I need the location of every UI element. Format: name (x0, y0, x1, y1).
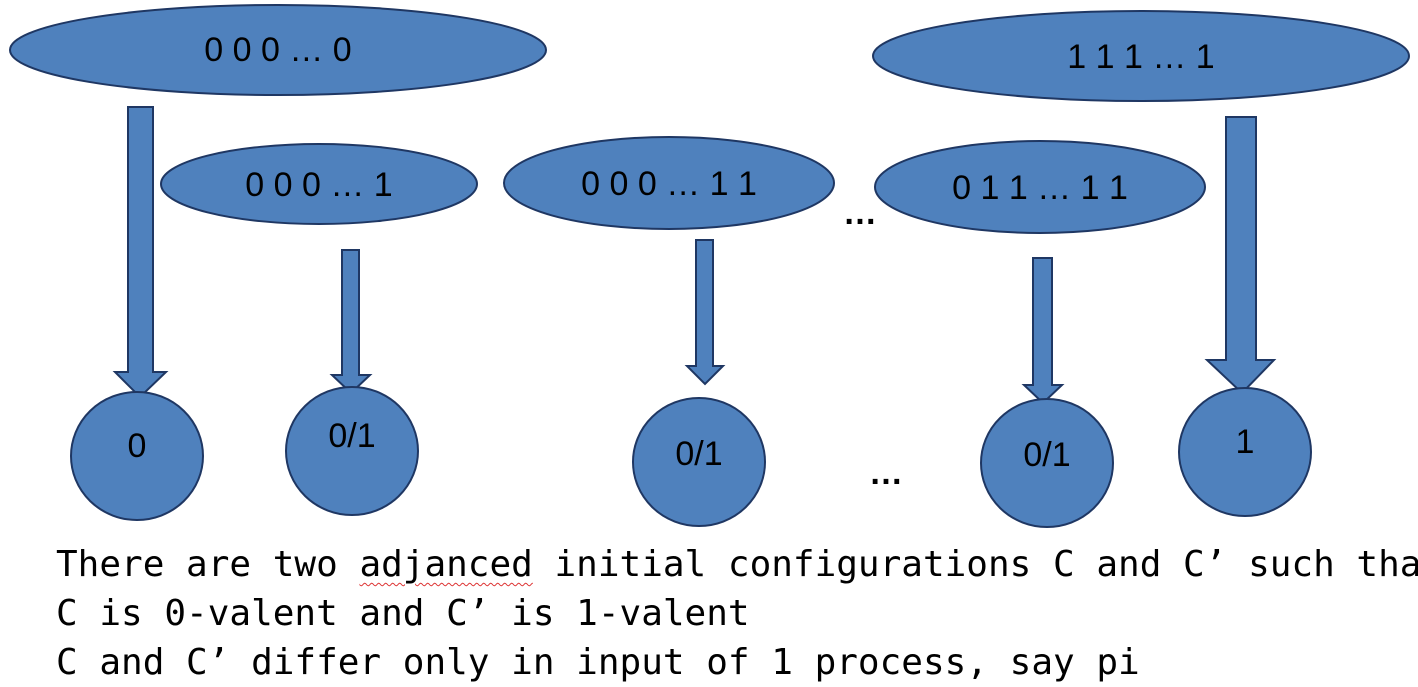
config-node-5: 1 1 1 … 1 (872, 10, 1410, 102)
arrow-4 (1021, 257, 1065, 405)
outcome-node-1: 0 (70, 391, 204, 521)
outcome-label-4: 0/1 (1023, 436, 1070, 474)
config-node-3: 0 0 0 … 1 1 (503, 136, 835, 230)
config-node-4: 0 1 1 … 1 1 (874, 140, 1206, 234)
config-node-1: 0 0 0 … 0 (9, 4, 547, 96)
caption-text: There are two adjanced initial configura… (56, 540, 1418, 687)
outcome-node-3: 0/1 (632, 397, 766, 527)
outcome-node-2: 0/1 (285, 386, 419, 516)
outcome-label-3: 0/1 (675, 435, 722, 473)
config-label-5: 1 1 1 … 1 (1067, 38, 1214, 76)
caption-line-1: There are two adjanced initial configura… (56, 540, 1418, 589)
config-node-2: 0 0 0 … 1 (160, 143, 478, 225)
config-label-4: 0 1 1 … 1 1 (952, 169, 1128, 207)
misspelled-word: adjanced (359, 544, 533, 585)
config-label-3: 0 0 0 … 1 1 (581, 165, 757, 203)
arrow-1 (112, 106, 169, 399)
arrow-5 (1204, 116, 1277, 395)
config-label-2: 0 0 0 … 1 (245, 166, 392, 204)
outcome-label-2: 0/1 (328, 417, 375, 455)
caption-line-3: C and C’ differ only in input of 1 proce… (56, 642, 1140, 683)
ellipsis-bottom: … (869, 454, 903, 492)
config-label-1: 0 0 0 … 0 (204, 31, 351, 69)
caption-line-1-end: initial configurations C and C’ such tha… (532, 544, 1418, 585)
caption-line-1-start: There are two (56, 544, 360, 585)
outcome-label-1: 0 (128, 427, 147, 465)
arrow-3 (684, 239, 726, 386)
outcome-label-5: 1 (1236, 423, 1255, 461)
ellipsis-top: … (843, 194, 877, 232)
outcome-node-5: 1 (1178, 387, 1312, 517)
arrow-2 (329, 249, 373, 395)
caption-line-2: C is 0-valent and C’ is 1-valent (56, 593, 750, 634)
outcome-node-4: 0/1 (980, 398, 1114, 528)
